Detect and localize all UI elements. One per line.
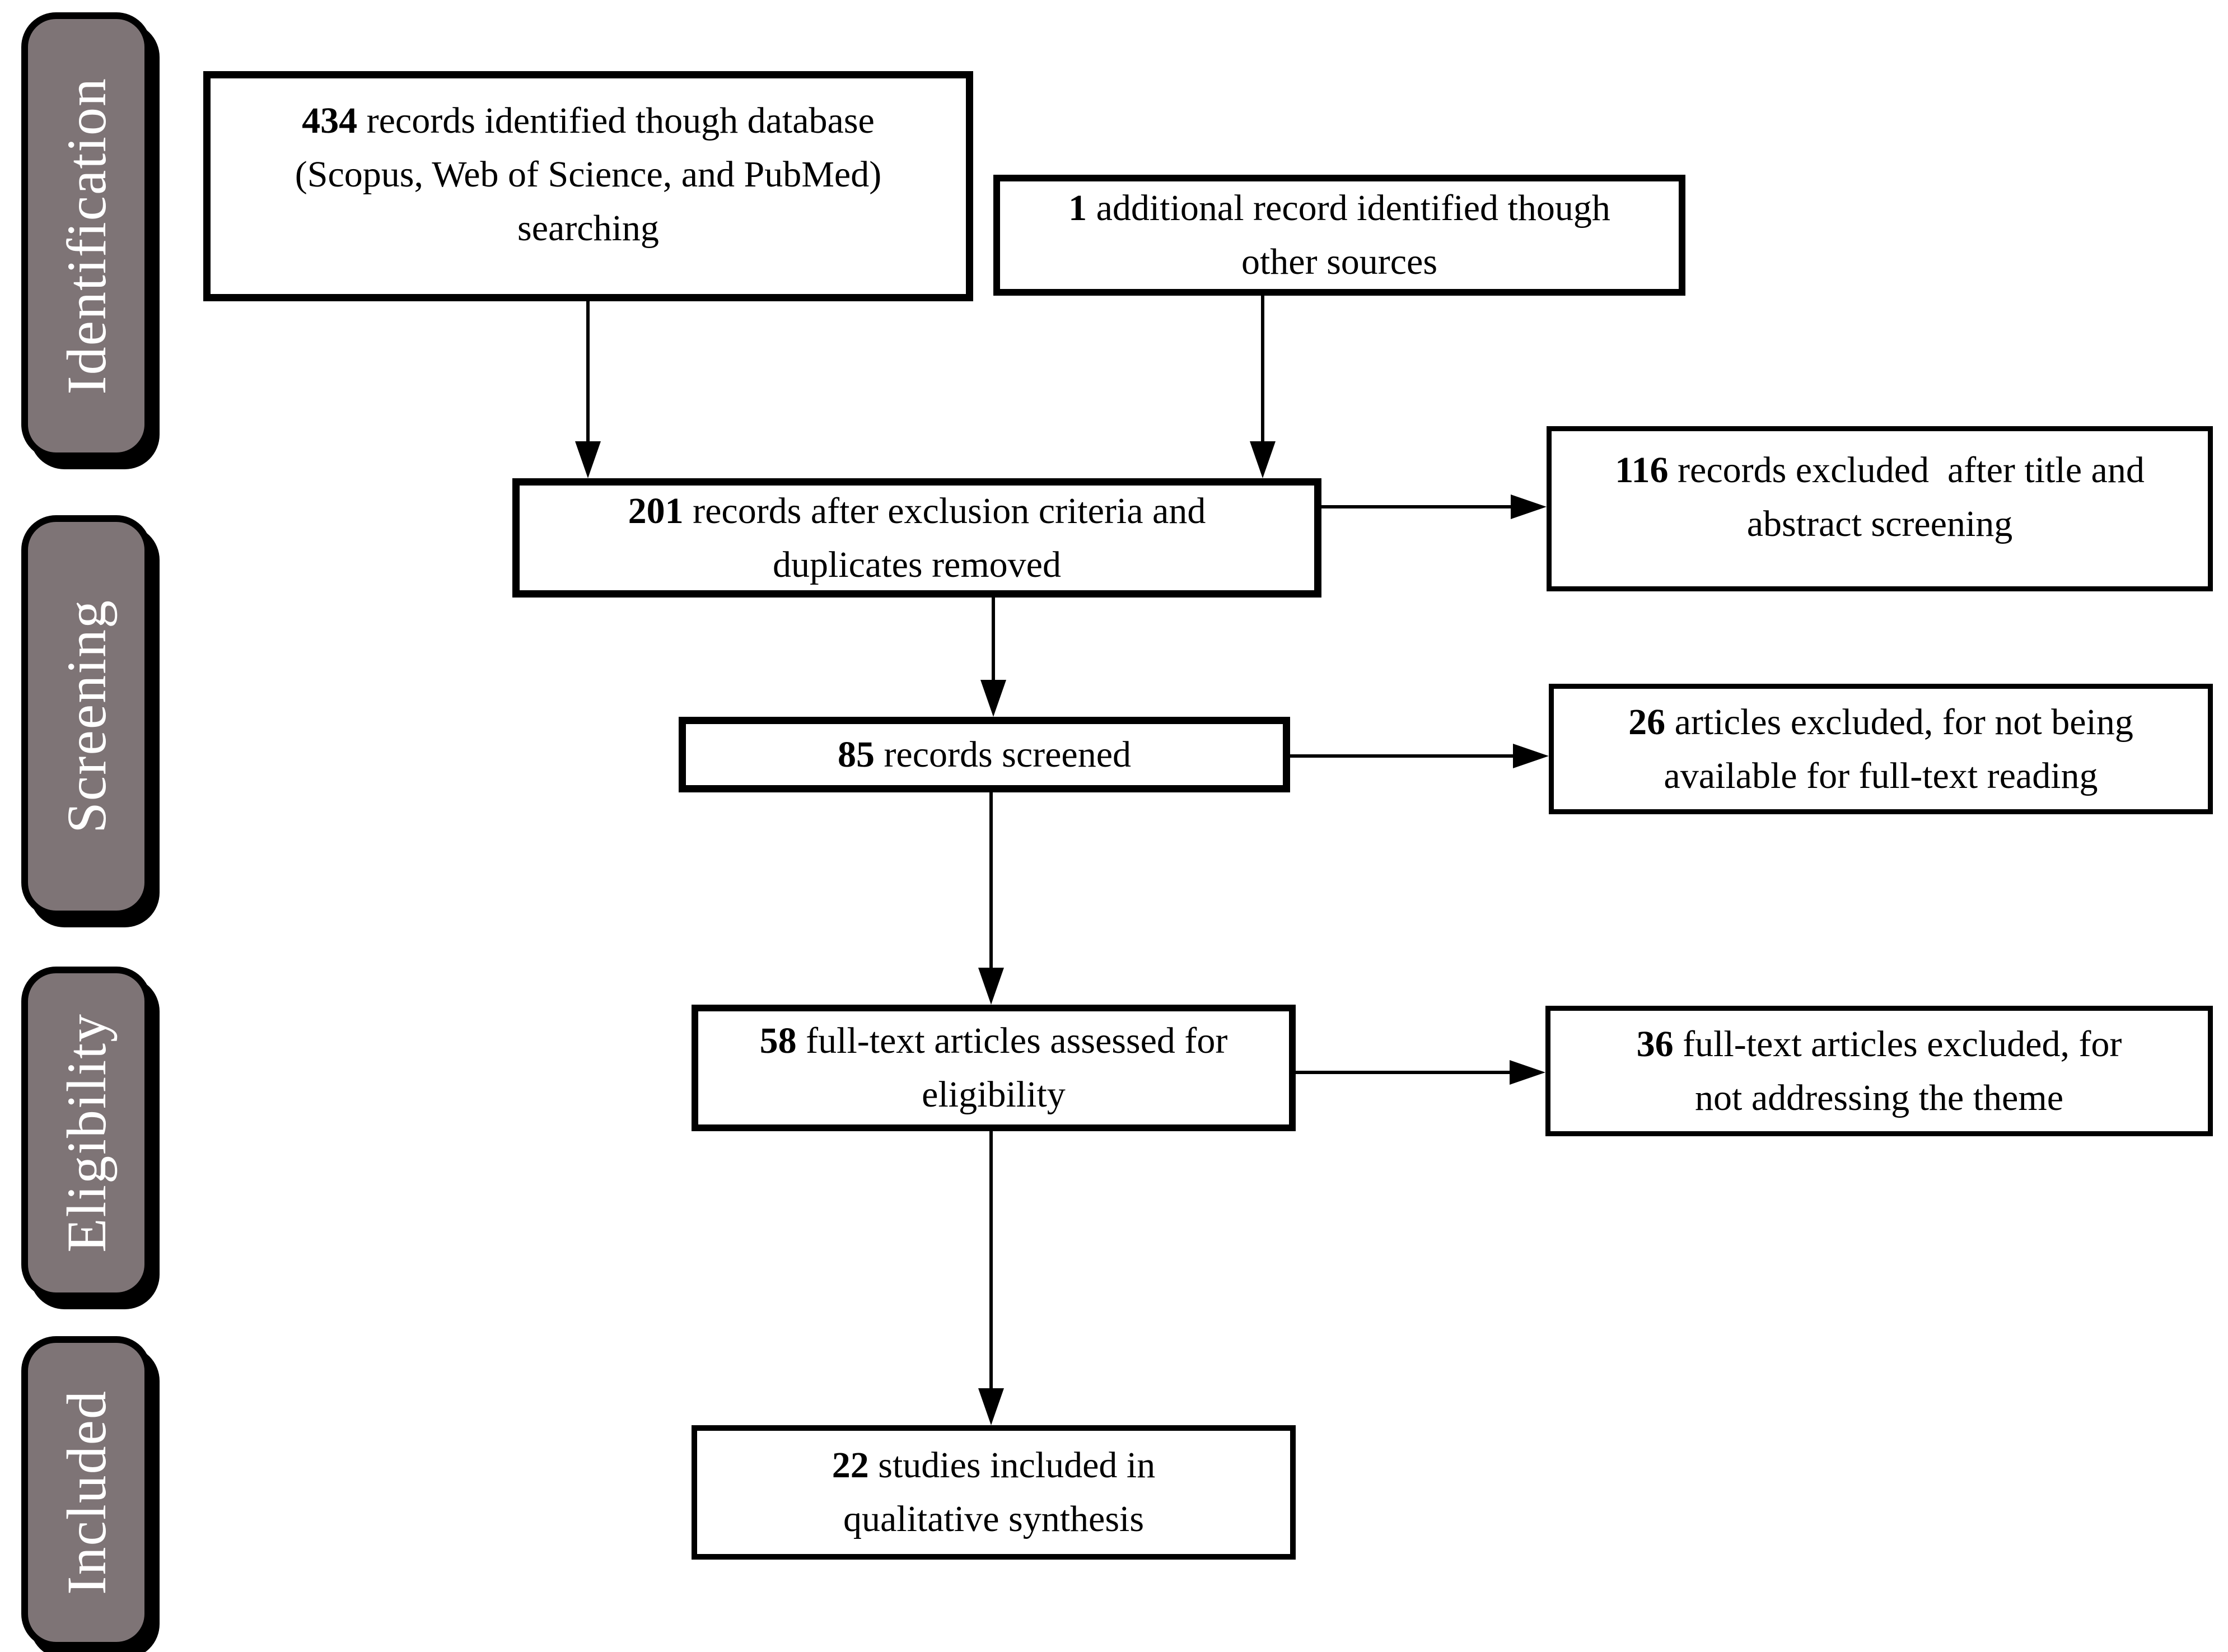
excluded-theme-label: full-text articles excluded, for not add… [1683,1023,2122,1118]
phase-eligibility: Eligibility [21,967,151,1299]
records-screened-label: records screened [874,734,1132,775]
arrow-exclusion-to-screened [980,598,1006,717]
excluded-unavailable-label: articles excluded, for not being availab… [1664,701,2133,796]
excluded-title-abstract-count: 116 [1615,450,1669,491]
box-excluded-unavailable: 26 articles excluded, for not being avai… [1549,684,2213,814]
additional-records-label: additional record identified though othe… [1096,188,1610,282]
phase-identification: Identification [21,12,151,459]
box-additional-records-text: 1 additional record identified though ot… [1068,181,1610,289]
box-fulltext-assessed: 58 full-text articles assessed for eligi… [692,1005,1296,1131]
excluded-unavailable-count: 26 [1628,701,1666,743]
box-excluded-unavailable-text: 26 articles excluded, for not being avai… [1628,696,2133,803]
phase-identification-label: Identification [55,77,118,395]
box-excluded-title-abstract-text: 116 records excluded after title and abs… [1615,444,2145,551]
box-additional-records: 1 additional record identified though ot… [993,175,1685,296]
records-screened-count: 85 [837,734,875,775]
box-records-after-exclusion: 201 records after exclusion criteria and… [512,478,1321,598]
arrow-fulltext-to-excluded-theme [1296,1060,1545,1085]
studies-included-count: 22 [832,1445,869,1486]
excluded-theme-count: 36 [1636,1023,1674,1065]
box-records-screened: 85 records screened [679,717,1290,792]
box-excluded-theme-text: 36 full-text articles excluded, for not … [1637,1018,2122,1125]
records-after-exclusion-count: 201 [628,490,684,531]
box-studies-included: 22 studies included in qualitative synth… [692,1425,1296,1560]
arrow-screened-to-excluded-unavailable [1290,744,1549,768]
box-records-identified: 434 records identified though database (… [203,71,973,301]
phase-included-label: Included [55,1390,118,1595]
arrow-fulltext-to-included [978,1126,1004,1425]
arrow-additional-to-exclusion [1250,296,1276,478]
box-fulltext-assessed-text: 58 full-text articles assessed for eligi… [760,1014,1228,1122]
box-excluded-title-abstract: 116 records excluded after title and abs… [1547,426,2213,591]
fulltext-assessed-label: full-text articles assessed for eligibil… [806,1020,1228,1115]
box-records-screened-text: 85 records screened [838,728,1131,782]
fulltext-assessed-count: 58 [759,1020,797,1061]
box-studies-included-text: 22 studies included in qualitative synth… [832,1439,1155,1546]
records-identified-count: 434 [302,100,358,141]
box-excluded-theme: 36 full-text articles excluded, for not … [1545,1006,2213,1136]
records-identified-label: records identified though database (Scop… [295,100,882,249]
phase-screening-label: Screening [55,599,118,833]
phase-screening: Screening [21,515,151,917]
excluded-title-abstract-label: records excluded after title and abstrac… [1678,450,2145,544]
arrow-exclusion-to-excluded-title [1321,494,1547,519]
records-after-exclusion-label: records after exclusion criteria and dup… [693,490,1206,585]
additional-records-count: 1 [1068,188,1087,228]
studies-included-label: studies included in qualitative synthesi… [843,1445,1156,1539]
box-records-identified-text: 434 records identified though database (… [295,94,881,255]
arrow-identified-to-exclusion [575,301,601,478]
phase-eligibility-label: Eligibility [55,1013,118,1253]
arrow-screened-to-fulltext [978,792,1004,1005]
box-records-after-exclusion-text: 201 records after exclusion criteria and… [628,484,1206,592]
phase-included: Included [21,1336,151,1649]
